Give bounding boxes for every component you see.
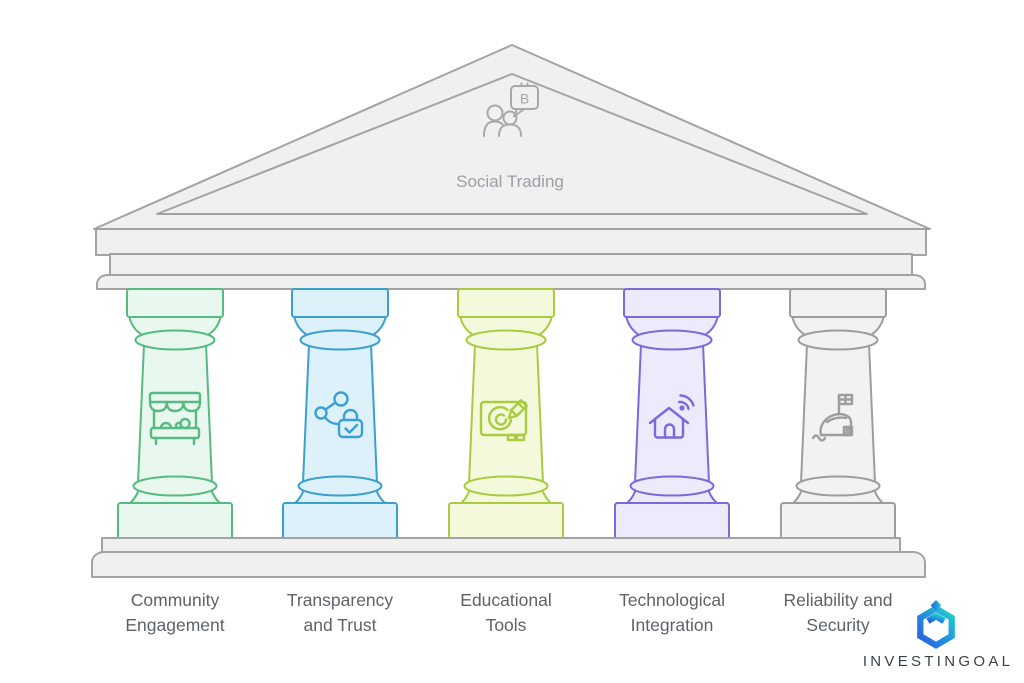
pediment-triangle [93, 44, 931, 230]
brand-block: INVESTINGOAL [863, 600, 1010, 670]
entablature-cornice [96, 274, 926, 290]
share-lock-icon [314, 391, 364, 439]
pillar-3 [614, 288, 730, 540]
pillars-layer [117, 288, 896, 540]
bitcoin-letter: B [520, 91, 529, 107]
pediment-title: Social Trading [456, 172, 564, 191]
stylobate-step [101, 537, 901, 554]
entablature-frieze [109, 253, 913, 276]
stylobate-base [91, 551, 926, 578]
pillar-4 [780, 288, 896, 540]
social-trading-people-bitcoin-icon: B [483, 82, 539, 137]
pediment-inner-line [156, 73, 868, 215]
pillar-2 [448, 288, 564, 540]
brand-name: INVESTINGOAL [862, 653, 1014, 670]
smart-home-wifi-icon [648, 394, 695, 439]
investingoal-hexagon-logo [917, 600, 956, 649]
pillar-0 [117, 288, 233, 540]
fortress-flag-icon [811, 393, 854, 442]
pillar-1 [282, 288, 398, 540]
market-stall-icon [148, 391, 202, 446]
entablature-architrave [95, 228, 927, 256]
drawing-board-pencil-icon [479, 399, 528, 442]
